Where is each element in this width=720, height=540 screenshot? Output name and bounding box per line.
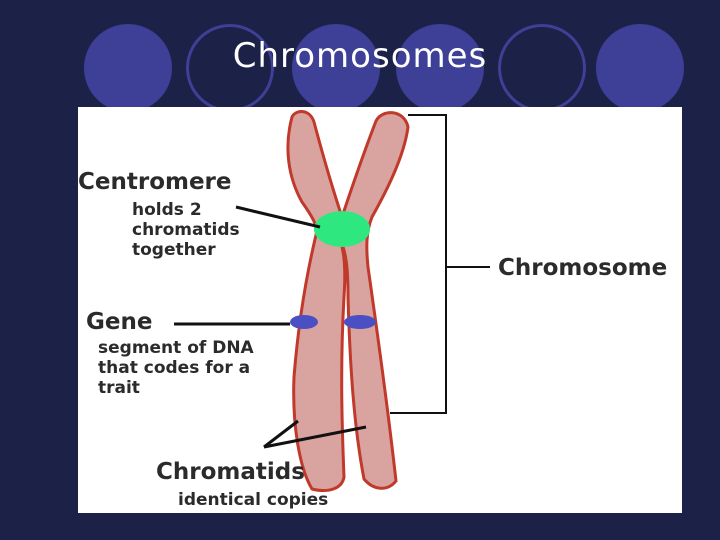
decor-circle bbox=[292, 24, 380, 112]
chromosome-shape bbox=[286, 110, 410, 492]
gene-desc-line2: that codes for a bbox=[98, 358, 250, 378]
chromatid-pointer-left bbox=[263, 419, 299, 449]
centromere-desc-line1: holds 2 bbox=[132, 200, 202, 220]
centromere-title: Centromere bbox=[78, 169, 232, 195]
chromatids-title: Chromatids bbox=[156, 459, 305, 485]
gene-title: Gene bbox=[86, 309, 152, 335]
gene-desc-line1: segment of DNA bbox=[98, 338, 255, 358]
chromosome-bracket bbox=[390, 114, 447, 414]
slide-title: Chromosomes bbox=[232, 36, 488, 76]
chromatid-pointer-right bbox=[263, 425, 367, 449]
centromere-desc-line2: chromatids bbox=[132, 220, 240, 240]
decor-circle bbox=[84, 24, 172, 112]
centromere-pointer bbox=[235, 205, 321, 229]
decor-circle bbox=[396, 24, 484, 112]
chromosome-diagram-svg: Centromere holds 2 chromatids together C… bbox=[78, 110, 667, 510]
chromosome-label: Chromosome bbox=[498, 255, 667, 281]
decor-circle bbox=[596, 24, 684, 112]
chromosome-diagram: Centromere holds 2 chromatids together C… bbox=[78, 107, 682, 513]
gene-band-left bbox=[290, 315, 318, 329]
centromere-desc-line3: together bbox=[132, 240, 216, 260]
centromere-blob bbox=[314, 211, 370, 247]
gene-band-right bbox=[344, 315, 376, 329]
gene-desc-line3: trait bbox=[98, 378, 140, 398]
chromatids-desc: identical copies bbox=[178, 490, 328, 510]
